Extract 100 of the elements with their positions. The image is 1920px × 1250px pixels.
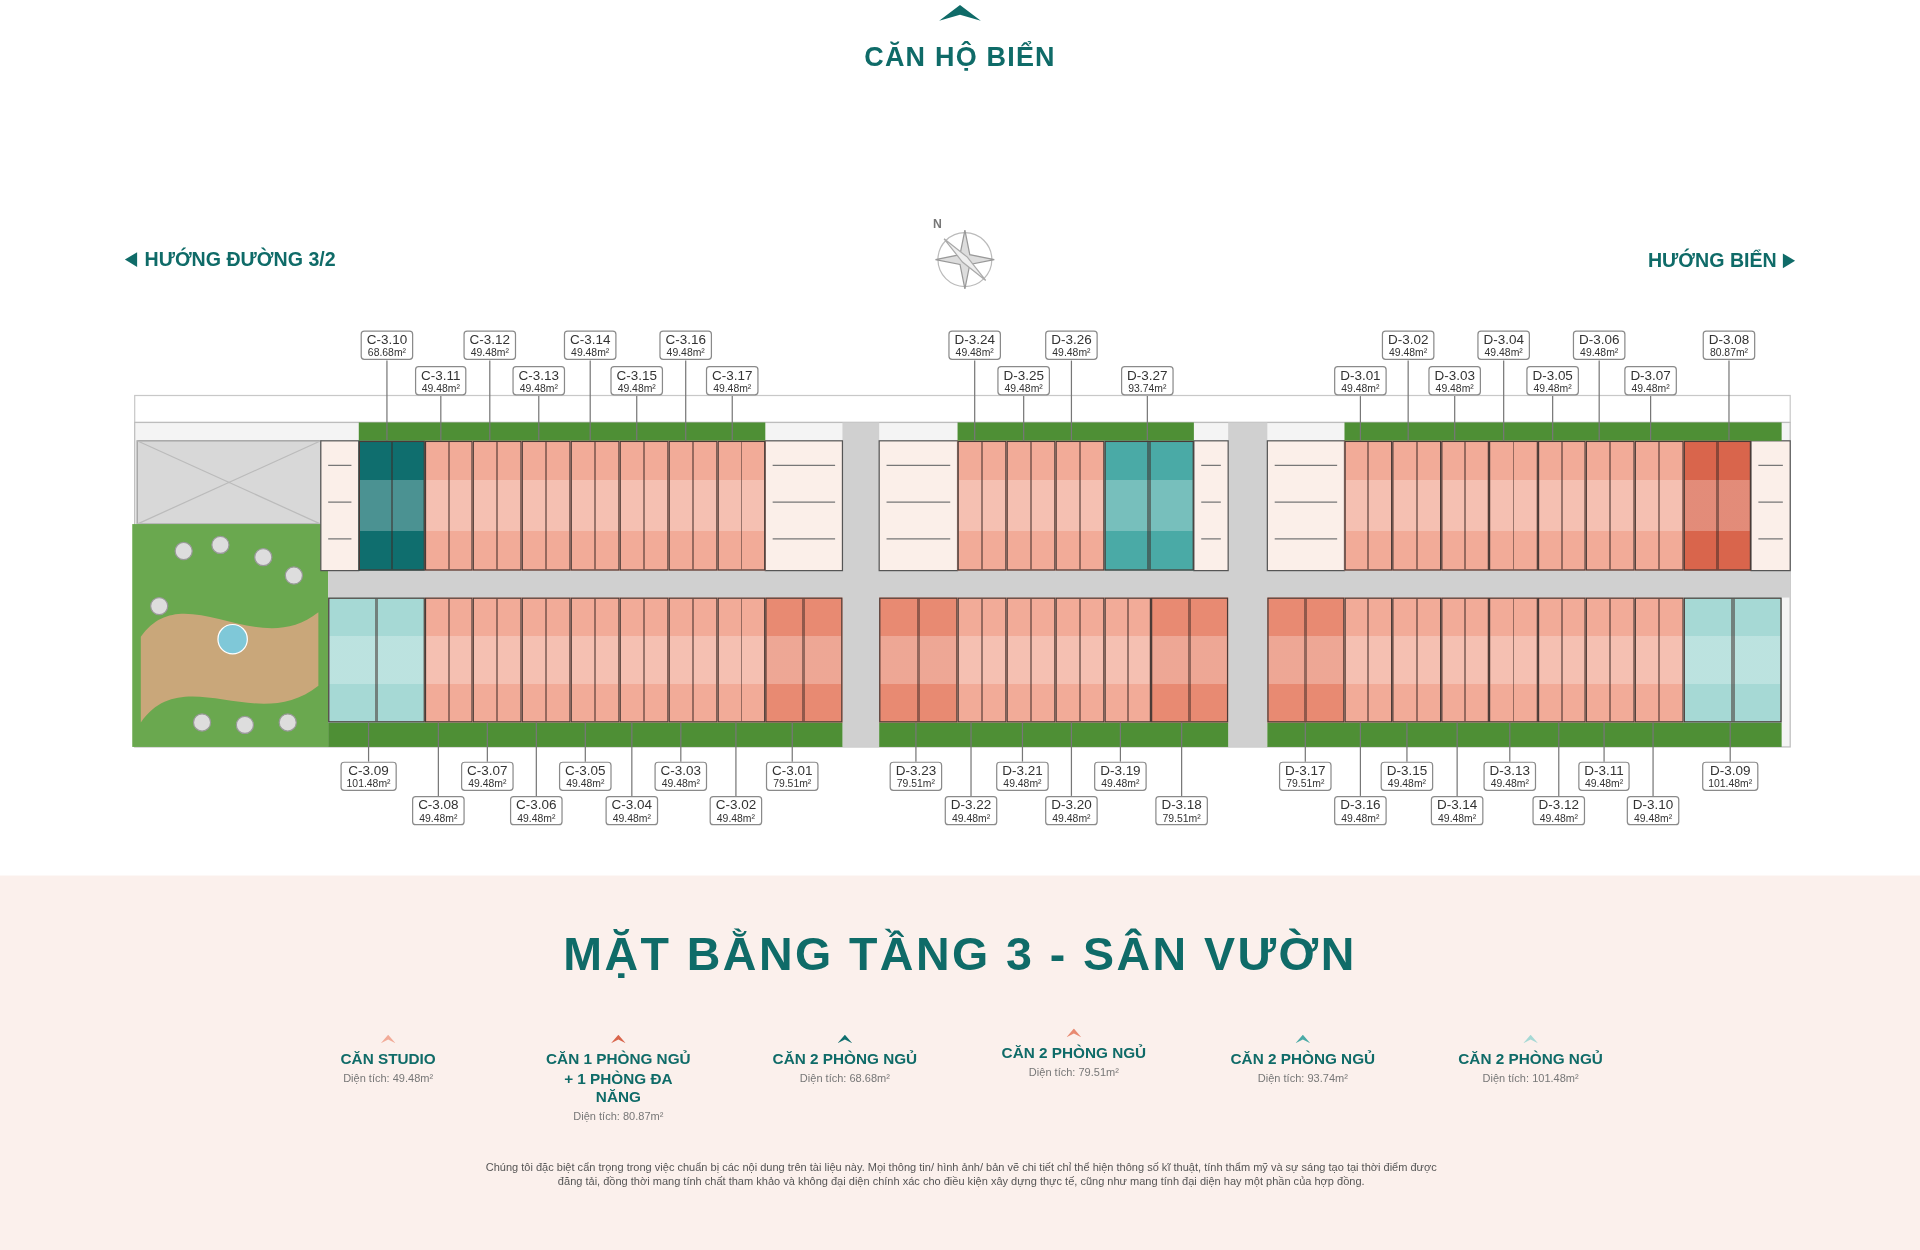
area-text: Diện tích: 93.74m²: [1256, 1072, 1349, 1085]
unit-label-tag: C-3.11 49.48m²: [415, 366, 467, 397]
apartment-unit: [1006, 597, 1056, 723]
compass-north-label: N: [933, 216, 942, 231]
leader-line: [538, 395, 540, 442]
leader-line: [1650, 395, 1652, 442]
area-text: Diện tích: 80.87m²: [572, 1110, 665, 1123]
unit-label-tag: D-3.09 101.48m²: [1702, 761, 1759, 792]
apartment-unit: [1267, 597, 1345, 723]
apartment-unit: [1441, 440, 1489, 571]
legend-label: CĂN 2 PHÒNG NGỦ: [1000, 1044, 1148, 1064]
apartment-unit: [424, 597, 473, 723]
legend-label: CĂN 2 PHÒNG NGỦ: [1229, 1050, 1377, 1070]
plan-heading: MẶT BẰNG TẦNG 3 - SÂN VƯỜN: [562, 928, 1358, 981]
unit-label-tag: D-3.02 49.48m²: [1381, 330, 1435, 361]
apartment-unit: [1683, 440, 1751, 571]
unit-label-tag: C-3.17 49.48m²: [705, 366, 759, 397]
apartment-unit: [358, 440, 425, 571]
apartment-unit: [1344, 597, 1393, 723]
leader-line: [1119, 721, 1121, 763]
unit-label-tag: D-3.17 79.51m²: [1278, 761, 1332, 792]
apartment-unit: [1344, 440, 1393, 571]
leader-line: [1070, 359, 1073, 442]
apartment-unit: [521, 440, 571, 571]
unit-label-tag: C-3.06 49.48m²: [510, 795, 563, 826]
unit-label-tag: C-3.14 49.48m²: [563, 330, 617, 361]
unit-label-tag: D-3.03 49.48m²: [1428, 366, 1482, 397]
apartment-unit: [668, 440, 718, 571]
leader-line: [489, 359, 491, 442]
unit-label-tag: D-3.24 49.48m²: [948, 330, 1002, 361]
unit-label-tag: D-3.18 79.51m²: [1155, 795, 1208, 826]
leader-line: [791, 721, 793, 763]
legend-label: CĂN STUDIO: [339, 1050, 437, 1070]
leader-line: [589, 359, 591, 442]
leader-line: [1359, 395, 1361, 442]
legend-label: CĂN 2 PHÒNG NGỦ: [771, 1050, 919, 1070]
leader-line: [1021, 721, 1024, 763]
leader-line: [1558, 721, 1560, 797]
unit-label-tag: D-3.12 49.48m²: [1532, 795, 1586, 826]
apartment-unit: [1441, 597, 1489, 723]
leader-line: [1552, 395, 1554, 442]
apartment-unit: [1104, 597, 1151, 723]
disclaimer-text: Chúng tôi đặc biệt cẩn trọng trong việc chuẩn bị các nội dung trên tài liệu này. Mọi thông tin/ hình ảnh/ bản vẽ chi tiết chỉ thể hiện thông số kĩ thuật, tính thẩm mỹ và sự sáng tạo tại thời điểm được đăng tải, đồng thời mang tính chất tham khảo và không đại diện chính xác cho điều kiện xây dựng thực tế, cũng như mang tính đại diện hay một phần của hợp đồng.: [484, 1159, 1438, 1190]
leader-line: [367, 721, 370, 763]
apartment-unit: [1392, 597, 1442, 723]
leader-line: [1729, 721, 1731, 763]
unit-label-tag: D-3.11 49.48m²: [1578, 761, 1630, 792]
apartment-unit: [1151, 597, 1229, 723]
apartment-unit: [1055, 597, 1105, 723]
leader-line: [1304, 721, 1306, 763]
unit-label-tag: C-3.03 49.48m²: [654, 761, 708, 792]
apartment-unit: [1585, 597, 1635, 723]
leader-line: [680, 721, 682, 763]
leader-line: [636, 395, 638, 442]
leader-line: [735, 721, 737, 797]
apartment-unit: [879, 597, 958, 723]
apartment-unit: [619, 597, 669, 723]
area-text: Diện tích: 101.48m²: [1481, 1072, 1580, 1085]
apartment-unit: [1006, 440, 1056, 571]
leader-line: [915, 721, 917, 763]
area-text: Diện tích: 68.68m²: [798, 1072, 891, 1085]
area-text: Diện tích: 79.51m²: [1027, 1066, 1120, 1079]
unit-label-tag: D-3.22 49.48m²: [944, 795, 998, 826]
leader-line: [486, 721, 488, 763]
leader-line: [1406, 721, 1408, 763]
apartment-unit: [1489, 597, 1538, 723]
apartment-unit: [1537, 440, 1586, 571]
apartment-unit: [765, 597, 843, 723]
apartment-unit: [957, 597, 1007, 723]
area-text: Diện tích: 49.48m²: [342, 1072, 435, 1085]
unit-label-tag: D-3.06 49.48m²: [1572, 330, 1626, 361]
unit-label-tag: D-3.27 93.74m²: [1121, 366, 1174, 397]
unit-label-tag: C-3.15 49.48m²: [610, 366, 664, 397]
unit-label-tag: D-3.05 49.48m²: [1526, 366, 1579, 397]
unit-label-tag: D-3.14 49.48m²: [1430, 795, 1484, 826]
unit-label-tag: D-3.07 49.48m²: [1624, 366, 1677, 397]
apartment-unit: [1634, 440, 1684, 571]
apartment-unit: [424, 440, 473, 571]
direction-label: HƯỚNG BIỂN: [1647, 249, 1777, 272]
unit-label-tag: D-3.08 80.87m²: [1702, 330, 1756, 361]
leader-line: [1598, 359, 1600, 442]
unit-label-tag: C-3.04 49.48m²: [605, 795, 659, 826]
leader-line: [1456, 721, 1458, 797]
leader-line: [1023, 395, 1025, 442]
apartment-unit: [521, 597, 571, 723]
unit-label-tag: D-3.15 49.48m²: [1380, 761, 1434, 792]
apartment-unit: [619, 440, 669, 571]
leader-line: [731, 395, 733, 442]
apartment-unit: [717, 440, 766, 571]
unit-label-tag: D-3.21 49.48m²: [996, 761, 1049, 792]
unit-label-tag: D-3.23 79.51m²: [889, 761, 943, 792]
leader-line: [584, 721, 586, 763]
apartment-unit: [1392, 440, 1442, 571]
leader-line: [1181, 721, 1183, 797]
leader-line: [440, 395, 442, 442]
unit-label-tag: D-3.19 49.48m²: [1094, 761, 1147, 792]
leader-line: [1070, 721, 1073, 797]
apartment-unit: [957, 440, 1007, 571]
unit-label-tag: C-3.02 49.48m²: [709, 795, 763, 826]
leader-line: [631, 721, 633, 797]
